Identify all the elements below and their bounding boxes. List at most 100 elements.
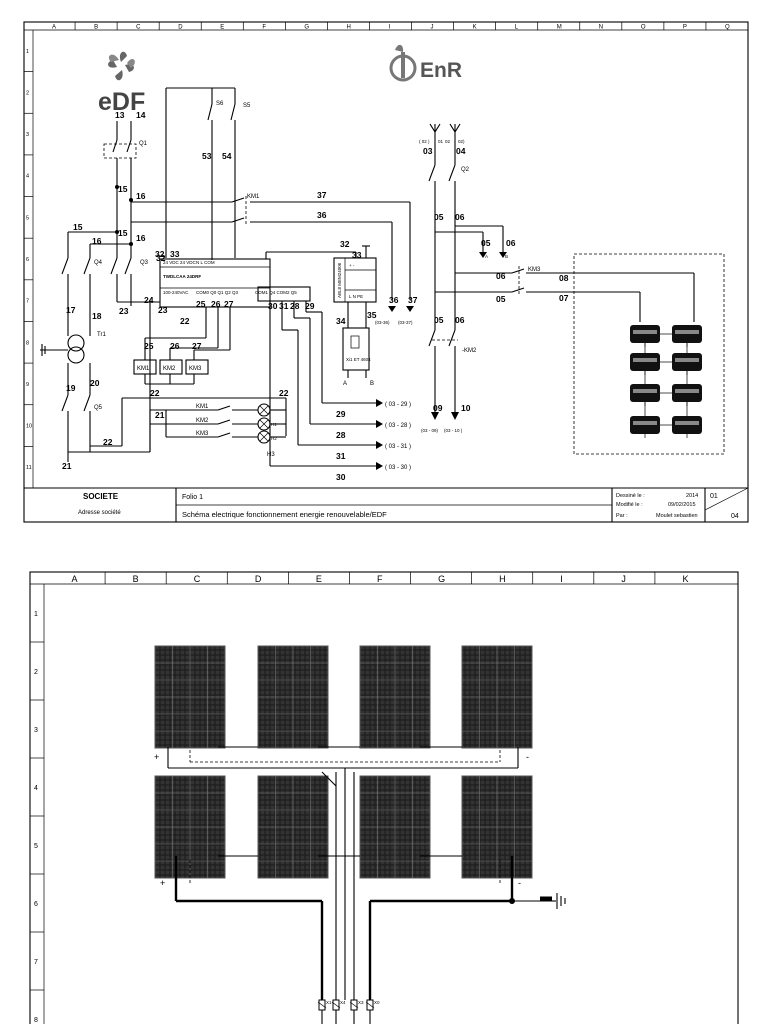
column-label: E [316, 574, 322, 584]
drawn-value: 2014 [686, 493, 698, 499]
q4-label: Q4 [94, 260, 103, 266]
ref-01: 01 [438, 139, 444, 144]
column-label: G [304, 25, 309, 31]
wire-15: 15 [118, 184, 128, 194]
minus-bottom: - [518, 878, 521, 888]
plc-io-left: 100-240VAC [163, 290, 189, 295]
column-label: D [255, 574, 262, 584]
wire-06: 06 [455, 212, 465, 222]
column-label: A [72, 574, 78, 584]
column-label: F [262, 25, 266, 31]
wire-22-d: 22 [279, 388, 289, 398]
enr-logo: EnR [389, 44, 462, 82]
column-label: E [220, 25, 224, 31]
km2-contact-label: -KM2 [462, 348, 477, 354]
fuse-label: X1 [326, 1000, 332, 1005]
string-fuse: X4 [331, 999, 346, 1024]
s6-label: S6 [216, 101, 224, 107]
q1-label: Q1 [139, 141, 148, 147]
wire-54: 54 [222, 151, 232, 161]
transformer-tr1: Tr1 [40, 332, 106, 395]
ref-03-09: (03 - 09) [421, 428, 439, 433]
wire-36: 36 [317, 210, 327, 220]
bottom-string-wiring: + - [160, 855, 521, 1000]
km3-coil: KM3 [189, 366, 202, 372]
km1-contact-label: KM1 [247, 194, 260, 200]
km3-contacts: KM3 [435, 266, 695, 322]
row-label: 11 [26, 465, 32, 471]
plc-name: TWDLCAA 24DRF [163, 274, 201, 279]
wire-28-b: 28 [336, 430, 346, 440]
km2-coil: KM2 [163, 366, 176, 372]
ref-03-36: (03-36) [375, 320, 390, 325]
row-label: 1 [26, 49, 29, 55]
drawn-label: Dessiné le : [616, 493, 645, 499]
km3-contact-label: KM3 [528, 267, 541, 273]
row-label: 10 [26, 424, 32, 430]
row-label: 5 [34, 843, 38, 850]
fuse-label: X0 [374, 1000, 380, 1005]
column-label: K [473, 25, 477, 31]
column-label: F [377, 574, 383, 584]
column-label: J [621, 574, 626, 584]
fuse-label: X4 [340, 1000, 346, 1005]
plc-twdlcaa24drf: 24 VDC 24 VDC N L COM TWDLCAA 24DRF 100-… [159, 258, 297, 308]
switches-s6-s5: S6 S5 [165, 87, 251, 258]
schematic-description: Schéma electrique fonctionnement energie… [182, 510, 387, 519]
wire-05: 05 [434, 212, 444, 222]
mini-solar-panel [630, 416, 660, 438]
breaker-q2: ( 02 ) 01 02 02) 03 04 Q2 [419, 123, 470, 330]
wire-29-b: 29 [336, 409, 346, 419]
wire-05-d: 05 [434, 315, 444, 325]
company-name: SOCIETE [83, 492, 119, 501]
wire-27: 27 [224, 299, 234, 309]
wire-31-b: 31 [336, 451, 346, 461]
indicator-lamps: KM1 KM2 KM3 H1 H2 H3 [149, 403, 286, 458]
wire-34: 34 [336, 316, 346, 326]
row-label: 5 [26, 215, 29, 221]
wire-15-b: 15 [73, 222, 83, 232]
wire-10: 10 [461, 403, 471, 413]
modified-value: 09/02/2015 [668, 502, 696, 508]
plc-io-bottom2: COM1 Q4 COM2 Q5 [255, 290, 297, 295]
column-label: G [438, 574, 445, 584]
wire-21: 21 [62, 461, 72, 471]
ref-a-top: A [485, 254, 488, 259]
wire-23: 23 [119, 306, 129, 316]
enr-logo-text: EnR [420, 59, 462, 82]
wire-33-b: 33 [352, 250, 362, 260]
measurement-module: Xi1 ET 4604 A B [342, 302, 374, 387]
top-string-wiring: + - [154, 746, 529, 769]
wire-37-b: 37 [408, 295, 418, 305]
plus-top: + [154, 752, 159, 762]
plus-bottom: + [160, 878, 165, 888]
column-label: H [499, 574, 506, 584]
page-total: 04 [731, 513, 739, 520]
wire-15-c: 15 [118, 228, 128, 238]
string-fuse: X3 [349, 999, 364, 1024]
wire-19: 19 [66, 383, 76, 393]
wire-17: 17 [66, 305, 76, 315]
h3-label: H3 [267, 452, 275, 458]
wire-18: 18 [92, 311, 102, 321]
wire-32-c: 32 [340, 239, 350, 249]
wire-31: 31 [279, 301, 289, 311]
km3-lamp-contact: KM3 [196, 431, 209, 437]
wire-26: 26 [211, 299, 221, 309]
s5-label: S5 [243, 103, 251, 109]
breaker-q5: Q5 [61, 394, 103, 452]
by-value: Moulet sebastien [656, 513, 698, 519]
column-label: I [389, 25, 391, 31]
row-label: 4 [26, 174, 29, 180]
wire-16-b: 16 [92, 236, 102, 246]
row-label: 6 [34, 901, 38, 908]
edf-logo-text: eDF [98, 88, 145, 116]
ref-b-top: B [505, 254, 508, 259]
contactor-coils: KM1 KM2 KM3 [133, 307, 231, 385]
row-label: 4 [34, 785, 38, 792]
